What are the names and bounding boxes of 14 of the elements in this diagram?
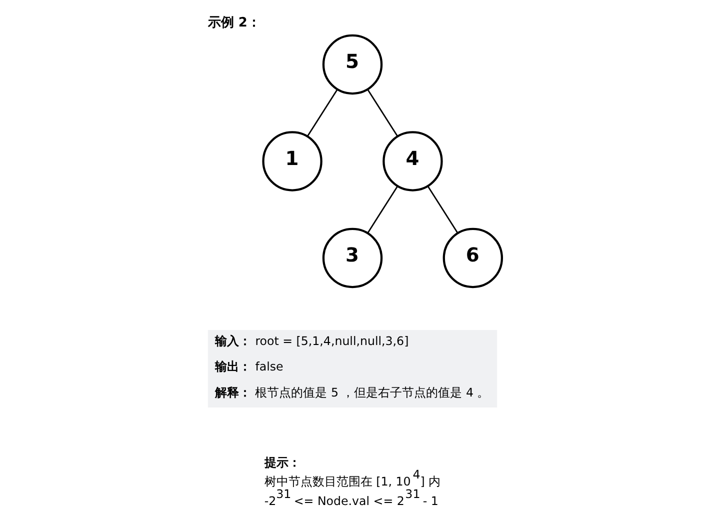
label: 输出： false <box>214 360 284 374</box>
diagram-title: 示例 2： <box>208 15 260 30</box>
node-circle: 1 <box>262 131 322 192</box>
connector <box>367 186 398 234</box>
label: 解释： 根节点的值是 5 ，但是右子节点的值是 4 。 <box>214 385 490 400</box>
connector <box>427 186 458 234</box>
node-circle: 4 <box>382 131 443 192</box>
connector <box>306 89 338 137</box>
node-circle: 6 <box>442 228 503 288</box>
label: 输入： root = [5,1,4,null,null,3,6] <box>214 334 409 348</box>
node-circle: 3 <box>322 228 383 288</box>
connector <box>367 89 398 137</box>
label: 提示： <box>264 455 300 470</box>
node-circle: 5 <box>322 34 383 95</box>
